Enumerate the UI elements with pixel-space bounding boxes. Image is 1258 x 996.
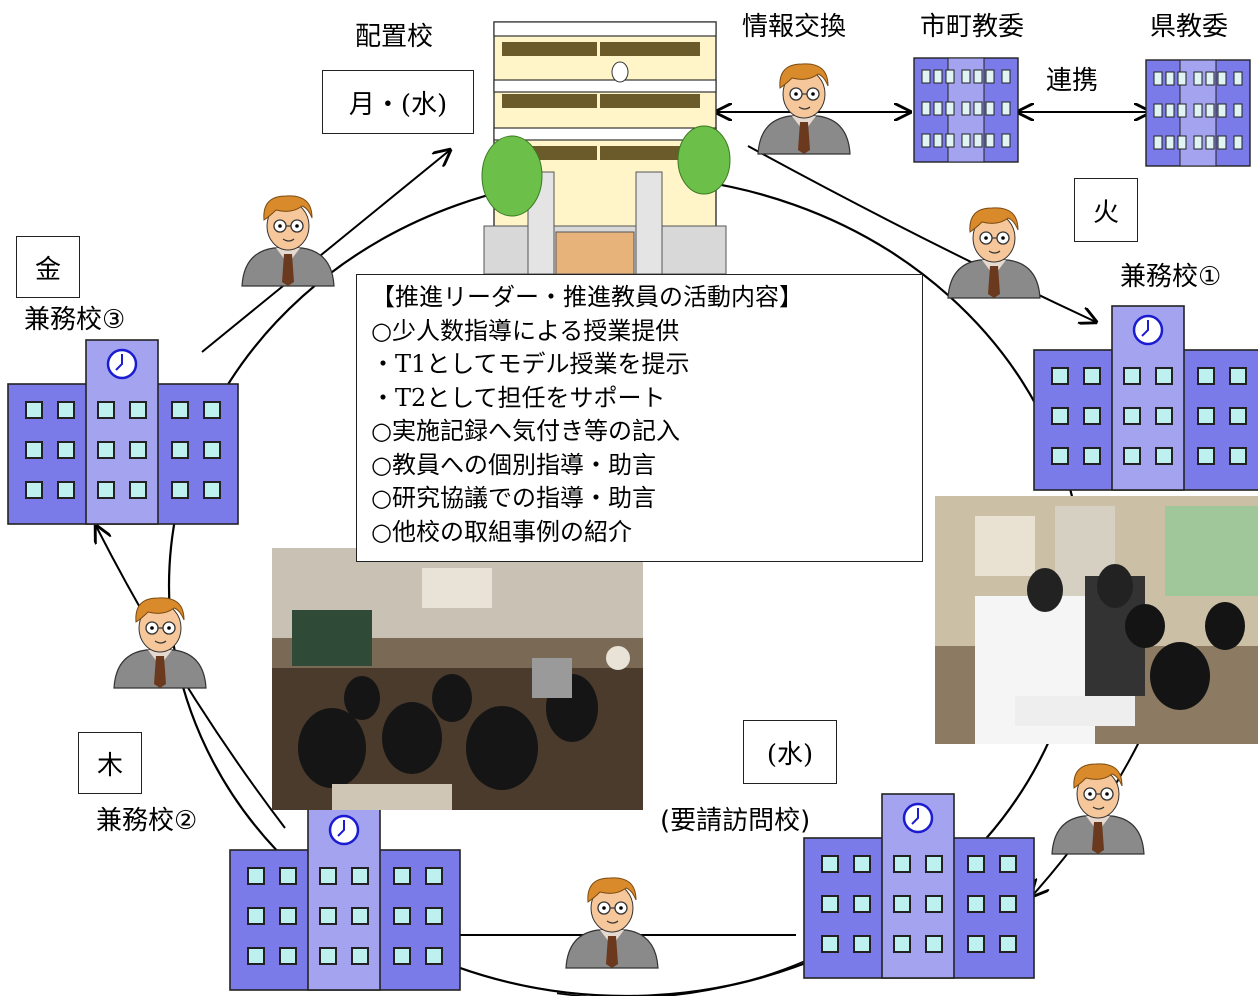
school-3-building — [7, 339, 239, 525]
arrow-to-school-1 — [747, 145, 1096, 322]
activity-item: ・T2として担任をサポート — [371, 383, 666, 412]
board-window — [933, 101, 943, 116]
activities-box: 【推進リーダー・推進教員の活動内容】 ○少人数指導による授業提供 ・T1としてモ… — [356, 274, 923, 562]
teacher-figure-info — [757, 63, 851, 155]
board-window — [1177, 135, 1187, 150]
board-window — [921, 69, 931, 84]
school-1-label: 兼務校① — [1120, 262, 1222, 292]
school-1-building — [1033, 305, 1258, 491]
board-window — [1177, 103, 1187, 118]
teacher-figure-thu — [113, 597, 207, 689]
activity-item: ○少人数指導による授業提供 — [371, 316, 680, 345]
cooperation-label: 連携 — [1046, 66, 1099, 96]
city-board-label: 市町教委 — [920, 12, 1025, 42]
board-window — [961, 101, 971, 116]
board-window — [933, 133, 943, 148]
info-exchange-label: 情報交換 — [742, 12, 847, 42]
teacher-figure-wed2 — [565, 877, 659, 969]
arrow-to-main-school — [201, 150, 450, 353]
board-window — [1205, 103, 1215, 118]
day-box-thu: 木 — [78, 732, 142, 794]
school-2-building — [229, 805, 461, 991]
board-window — [1233, 135, 1243, 150]
board-window — [985, 133, 995, 148]
board-window — [1001, 69, 1011, 84]
board-window — [985, 101, 995, 116]
board-window — [1001, 133, 1011, 148]
board-window — [1193, 71, 1203, 86]
board-window — [933, 69, 943, 84]
board-window — [1177, 71, 1187, 86]
board-window — [1165, 103, 1175, 118]
day-box-tue: 火 — [1074, 178, 1138, 242]
teacher-figure-wed — [1051, 763, 1145, 855]
board-window — [1233, 71, 1243, 86]
board-window — [1193, 103, 1203, 118]
day-box-mon-wed: 月・(水) — [322, 70, 474, 134]
main-school-building — [481, 21, 731, 275]
board-window — [1217, 103, 1227, 118]
board-window — [1217, 135, 1227, 150]
board-window — [1165, 71, 1175, 86]
request-school-building — [803, 793, 1035, 979]
request-school-label: (要請訪問校) — [660, 806, 811, 836]
board-window — [945, 69, 955, 84]
board-window — [973, 101, 983, 116]
main-school-label: 配置校 — [355, 22, 434, 52]
board-window — [1217, 71, 1227, 86]
board-window — [961, 133, 971, 148]
board-window — [1001, 101, 1011, 116]
board-window — [921, 133, 931, 148]
board-window — [1193, 135, 1203, 150]
board-window — [961, 69, 971, 84]
board-window — [1233, 103, 1243, 118]
day-box-fri: 金 — [16, 236, 80, 298]
classroom-photo-2 — [935, 496, 1258, 744]
school-3-label: 兼務校③ — [24, 305, 126, 335]
activity-item: ○他校の取組事例の紹介 — [371, 517, 632, 546]
board-window — [1205, 135, 1215, 150]
activity-item: ・T1としてモデル授業を提示 — [371, 350, 690, 378]
board-window — [973, 133, 983, 148]
board-window — [945, 101, 955, 116]
teacher-figure-fri — [241, 195, 335, 287]
board-window — [1205, 71, 1215, 86]
board-window — [985, 69, 995, 84]
activity-item: ○教員への個別指導・助言 — [371, 450, 656, 479]
board-window — [1153, 103, 1163, 118]
classroom-photo-1 — [272, 548, 643, 810]
teacher-figure-tue — [947, 207, 1041, 299]
activity-item: ○研究協議での指導・助言 — [371, 484, 656, 512]
board-window — [1153, 135, 1163, 150]
day-box-wed: (水) — [743, 720, 837, 784]
board-window — [1153, 71, 1163, 86]
activities-title: 【推進リーダー・推進教員の活動内容】 — [371, 283, 803, 311]
board-window — [921, 101, 931, 116]
activity-item: ○実施記録へ気付き等の記入 — [371, 417, 680, 445]
prefecture-board-label: 県教委 — [1150, 12, 1229, 42]
board-window — [1165, 135, 1175, 150]
board-window — [973, 69, 983, 84]
board-window — [945, 133, 955, 148]
school-2-label: 兼務校② — [96, 806, 198, 836]
